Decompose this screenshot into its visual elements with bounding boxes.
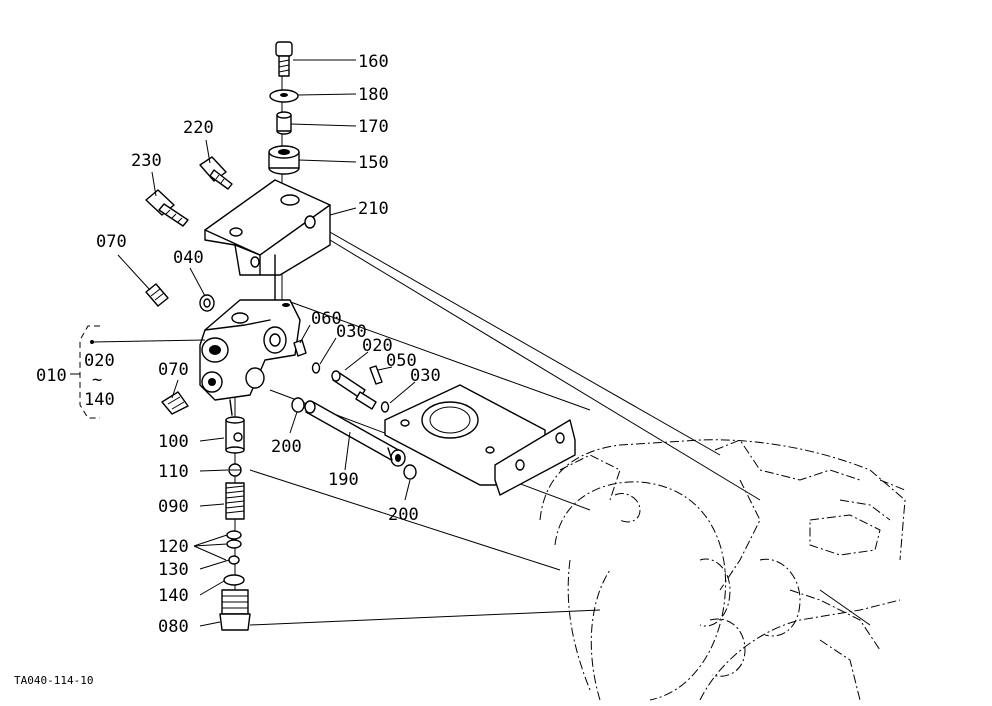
callout-230: 230 [131, 151, 162, 171]
plug-070-upper [145, 283, 169, 307]
callout-070-lower: 070 [158, 360, 189, 380]
tractor-housing-outline [539, 439, 906, 701]
callout-180: 180 [358, 85, 389, 105]
spool-020 [331, 370, 377, 410]
oring-030-left [311, 362, 321, 374]
oring-200-left [291, 397, 305, 413]
cushion-150 [268, 145, 300, 175]
shim-120 [226, 530, 242, 549]
callout-200-left: 200 [271, 437, 302, 457]
oring-200-right [403, 464, 417, 480]
callout-150: 150 [358, 153, 389, 173]
callout-070-upper: 070 [96, 232, 127, 252]
pipe-190 [304, 400, 406, 467]
callout-020: 020 [362, 336, 393, 356]
callout-050: 050 [386, 351, 417, 371]
plug-070-lower [161, 391, 189, 415]
callout-200-right: 200 [388, 505, 419, 525]
washer-130 [228, 555, 240, 565]
callout-120: 120 [158, 537, 189, 557]
group-label-010: 010 [36, 366, 67, 386]
callout-060: 060 [311, 309, 342, 329]
callout-160: 160 [358, 52, 389, 72]
fitting-230 [145, 189, 189, 227]
callout-190: 190 [328, 470, 359, 490]
nut-040 [199, 294, 215, 312]
group-range-start: 020 [84, 351, 115, 371]
plug-080 [219, 589, 251, 631]
callout-030-right: 030 [410, 366, 441, 386]
callout-210: 210 [358, 199, 389, 219]
callout-130: 130 [158, 560, 189, 580]
pin-060 [293, 339, 307, 357]
collar-170 [276, 111, 292, 135]
callout-110: 110 [158, 462, 189, 482]
callout-040: 040 [173, 248, 204, 268]
bolt-160 [275, 41, 293, 77]
mounting-plate [384, 384, 576, 496]
callout-140: 140 [158, 586, 189, 606]
ball-110 [228, 463, 242, 477]
pin-050 [369, 365, 383, 385]
drawing-code: TA040-114-10 [14, 674, 93, 687]
fitting-220 [199, 156, 233, 190]
callout-labels: 160 180 170 150 210 220 230 070 040 060 … [14, 52, 441, 687]
oring-030-right [380, 401, 390, 413]
callout-170: 170 [358, 117, 389, 137]
leader-lines [90, 59, 416, 627]
group-range-separator: ~ [92, 370, 102, 390]
oring-140 [223, 574, 245, 586]
callout-080: 080 [158, 617, 189, 637]
callout-090: 090 [158, 497, 189, 517]
valve-body-010 [199, 299, 301, 416]
washer-180 [269, 89, 299, 103]
callout-100: 100 [158, 432, 189, 452]
plunger-100 [225, 416, 245, 454]
group-bracket-010 [70, 325, 100, 419]
spring-090 [225, 482, 245, 520]
group-range-end: 140 [84, 390, 115, 410]
callout-220: 220 [183, 118, 214, 138]
bracket-210 [204, 179, 331, 301]
callout-030-left: 030 [336, 322, 367, 342]
